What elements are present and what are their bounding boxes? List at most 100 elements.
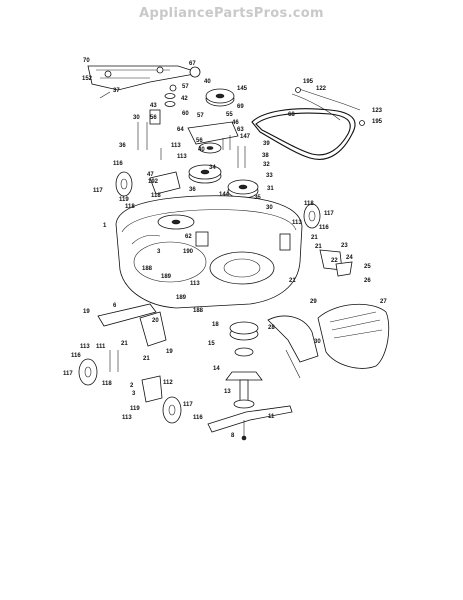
mower-blade (207, 405, 293, 441)
part-callout-8: 8 (231, 433, 235, 439)
part-callout-111: 111 (96, 344, 106, 350)
part-callout-145: 145 (237, 86, 248, 92)
part-callout-34: 34 (209, 165, 216, 171)
part-callout-113: 113 (292, 220, 302, 226)
part-callout-1: 1 (103, 223, 107, 229)
hanger-brackets (97, 249, 353, 403)
part-callout-3: 3 (132, 391, 136, 397)
part-callout-37: 37 (113, 88, 120, 94)
idler-pulley-upper (205, 88, 235, 107)
part-callout-116: 116 (319, 225, 329, 231)
part-callout-118: 118 (151, 193, 161, 199)
part-callout-116: 116 (113, 161, 123, 167)
gauge-wheel-upper-left (115, 171, 133, 197)
part-callout-56: 56 (196, 138, 203, 144)
part-callout-57: 57 (182, 84, 189, 90)
part-callout-6: 6 (113, 303, 117, 309)
part-callout-57: 57 (197, 113, 204, 119)
part-callout-29: 29 (310, 299, 317, 305)
part-callout-21: 21 (121, 341, 128, 347)
part-callout-23: 23 (341, 243, 348, 249)
part-callout-56: 56 (150, 115, 157, 121)
part-callout-26: 26 (364, 278, 371, 284)
part-callout-63: 63 (237, 127, 244, 133)
part-callout-144: 144 (219, 192, 230, 198)
spacer-parts (149, 84, 177, 125)
mower-deck-housing (115, 195, 303, 309)
part-callout-39: 39 (263, 141, 270, 147)
part-callout-112: 112 (163, 380, 173, 386)
part-callout-189: 189 (161, 274, 172, 280)
part-callout-38: 38 (262, 153, 269, 159)
part-callout-123: 123 (372, 108, 383, 114)
part-callout-25: 25 (364, 264, 371, 270)
part-callout-119: 119 (119, 197, 129, 203)
part-callout-14: 14 (213, 366, 220, 372)
part-callout-40: 40 (204, 79, 211, 85)
bracket-192 (149, 171, 181, 195)
gauge-wheel-upper-right (303, 203, 321, 229)
part-callout-40: 40 (198, 147, 205, 153)
part-callout-117: 117 (183, 402, 193, 408)
part-callout-119: 119 (130, 406, 140, 412)
part-callout-117: 117 (93, 188, 103, 194)
part-callout-69: 69 (237, 104, 244, 110)
part-callout-30: 30 (266, 205, 273, 211)
part-callout-116: 116 (71, 353, 81, 359)
part-callout-118: 118 (102, 381, 112, 387)
part-callout-55: 55 (226, 112, 233, 118)
part-callout-21: 21 (289, 278, 296, 284)
spindle-pulley-right (227, 179, 259, 199)
part-callout-15: 15 (208, 341, 215, 347)
part-callout-60: 60 (182, 111, 189, 117)
part-callout-47: 47 (147, 172, 154, 178)
part-callout-113: 113 (177, 154, 187, 160)
part-callout-190: 190 (183, 249, 194, 255)
part-callout-188: 188 (193, 308, 204, 314)
part-callout-21: 21 (315, 244, 322, 250)
part-callout-28: 28 (268, 325, 275, 331)
part-callout-68: 68 (288, 112, 295, 118)
part-callout-20: 20 (152, 318, 159, 324)
part-callout-43: 43 (150, 103, 157, 109)
part-callout-113: 113 (190, 281, 200, 287)
part-callout-19: 19 (166, 349, 173, 355)
part-callout-152: 152 (82, 76, 93, 82)
part-callout-18: 18 (212, 322, 219, 328)
idler-pulley-lower (198, 142, 222, 154)
gauge-wheel-lower-left (78, 358, 98, 386)
part-callout-19: 19 (83, 309, 90, 315)
part-callout-32: 32 (263, 162, 270, 168)
part-callout-36: 36 (119, 143, 126, 149)
part-callout-22: 22 (331, 258, 338, 264)
part-callout-3: 3 (157, 249, 161, 255)
part-callout-33: 33 (266, 173, 273, 179)
part-callout-113: 113 (80, 344, 90, 350)
part-callout-67: 67 (189, 61, 196, 67)
part-callout-147: 147 (240, 134, 251, 140)
part-callout-24: 24 (346, 255, 353, 261)
idler-arm-assembly (87, 65, 201, 99)
part-callout-11: 11 (268, 414, 275, 420)
part-callout-113: 113 (171, 143, 181, 149)
part-callout-30: 30 (314, 339, 321, 345)
part-callout-30: 30 (133, 115, 140, 121)
part-callout-46: 46 (232, 120, 239, 126)
spindle-assembly (225, 321, 263, 409)
part-callout-13: 13 (224, 389, 231, 395)
part-callout-116: 116 (193, 415, 203, 421)
part-callout-42: 42 (181, 96, 188, 102)
spindle-pulley-center (188, 164, 222, 184)
drive-belt (251, 87, 365, 160)
part-callout-188: 188 (142, 266, 153, 272)
part-callout-117: 117 (324, 211, 334, 217)
part-callout-118: 118 (125, 204, 135, 210)
part-callout-31: 31 (267, 186, 274, 192)
part-callout-118: 118 (304, 201, 314, 207)
part-callout-36: 36 (189, 187, 196, 193)
part-callout-21: 21 (143, 356, 150, 362)
part-callout-189: 189 (176, 295, 187, 301)
part-callout-2: 2 (130, 383, 134, 389)
part-callout-70: 70 (83, 58, 90, 64)
